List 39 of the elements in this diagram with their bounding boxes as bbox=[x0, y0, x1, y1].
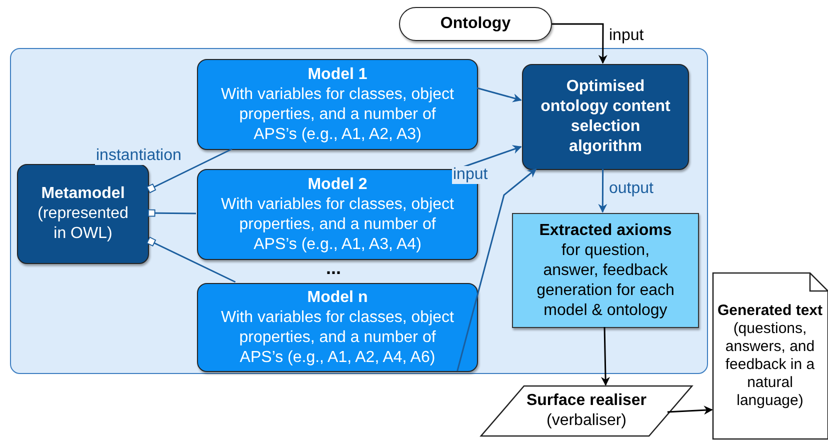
arrow bbox=[552, 23, 608, 64]
edge-label: input bbox=[452, 166, 489, 184]
node-heading: Surface realiser bbox=[526, 391, 647, 411]
edge-label: input bbox=[608, 27, 645, 45]
node-heading: Model 1 bbox=[308, 64, 368, 84]
process-box bbox=[17, 164, 149, 264]
node-heading: Model n bbox=[307, 288, 368, 308]
model-box bbox=[197, 59, 478, 150]
connector-line bbox=[148, 209, 196, 217]
node-text: (verbaliser) bbox=[546, 411, 626, 431]
node-text: Ontology bbox=[440, 14, 511, 34]
arrow bbox=[456, 168, 537, 372]
arrow bbox=[601, 326, 610, 386]
node-text: (represented in OWL) bbox=[36, 204, 130, 244]
node-text: With variables for classes, object properties, and a number of APS’s (e.g., A1, A2, A4, A6) bbox=[220, 308, 455, 368]
node-text: Optimised ontology content selection algorithm bbox=[540, 77, 672, 157]
edge-label: instantiation bbox=[95, 147, 182, 165]
connector-line bbox=[146, 236, 236, 283]
ellipsis-text: ... bbox=[326, 258, 342, 279]
group-panel bbox=[10, 48, 708, 374]
node-heading: Generated text bbox=[717, 302, 823, 320]
arrow bbox=[476, 87, 522, 102]
output-box bbox=[512, 213, 699, 328]
edge-label: output bbox=[608, 180, 654, 198]
document-shape bbox=[712, 272, 828, 440]
node-text: With variables for classes, object properties, and a number of APS’s (e.g., A1, A3, A4) bbox=[220, 194, 455, 254]
connector-line bbox=[146, 148, 232, 194]
process-box bbox=[522, 64, 689, 170]
node-heading: Extracted axioms bbox=[539, 220, 672, 240]
arrow bbox=[667, 406, 713, 415]
node-heading: Metamodel bbox=[41, 184, 125, 204]
node-heading: Model 2 bbox=[308, 174, 368, 194]
arrow bbox=[598, 169, 608, 213]
model-box bbox=[197, 283, 478, 372]
node-text: (questions, answers, and feedback in a natural language) bbox=[724, 320, 816, 410]
node-text: for question, answer, feedback generation for each model & ontology bbox=[536, 240, 676, 320]
node-text: With variables for classes, object properties, and a number of APS’s (e.g., A1, A2, A3) bbox=[220, 84, 455, 144]
input-terminal bbox=[399, 7, 552, 41]
process-parallelogram bbox=[480, 385, 693, 437]
